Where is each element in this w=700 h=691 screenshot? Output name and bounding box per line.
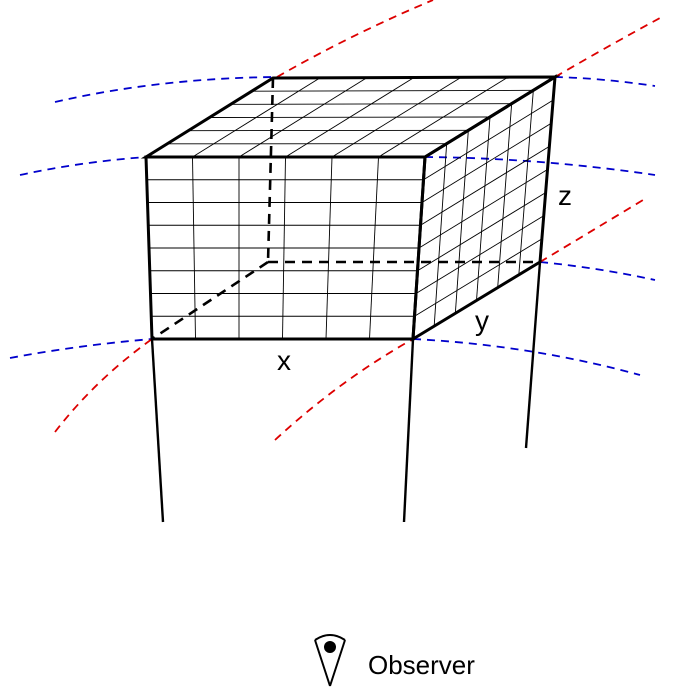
support-line-center bbox=[402, 338, 415, 523]
front-face-grid bbox=[146, 156, 424, 340]
top-face-grid bbox=[167, 76, 534, 158]
top-face-grid-line bbox=[251, 89, 534, 92]
side-face-grid-line bbox=[417, 192, 546, 272]
latitude-curves bbox=[9, 76, 656, 376]
side-face-grid-line bbox=[423, 99, 554, 181]
longitude-curve-center bbox=[274, 338, 414, 441]
latitude-curve-middle bbox=[539, 261, 656, 281]
latitude-curve-top bbox=[54, 76, 656, 103]
side-face-grid-line bbox=[418, 169, 548, 249]
side-face-grid-line bbox=[414, 238, 543, 317]
y-axis-label: y bbox=[475, 305, 489, 336]
longitude-curve-top-left bbox=[276, 0, 434, 78]
z-axis-label: z bbox=[558, 180, 572, 211]
latitude-curve-bottom bbox=[9, 338, 641, 376]
longitude-curve-left bbox=[54, 338, 153, 433]
side-face-grid-line bbox=[421, 122, 552, 203]
top-face-grid-line bbox=[230, 103, 512, 105]
longitude-curve-top-right bbox=[554, 17, 661, 78]
hidden-edges bbox=[151, 77, 540, 341]
side-face-grid bbox=[414, 90, 554, 327]
longitude-curve-right bbox=[539, 199, 644, 263]
support-line-right bbox=[524, 261, 542, 449]
support-lines bbox=[150, 261, 542, 523]
hidden-edge-vertical bbox=[266, 77, 275, 263]
support-line-left bbox=[150, 338, 165, 523]
x-axis-label: x bbox=[277, 345, 291, 376]
observer-label: Observer bbox=[368, 650, 475, 680]
hidden-edge-depth bbox=[151, 260, 269, 341]
latitude-curve-upper bbox=[19, 156, 656, 176]
eye-icon bbox=[314, 634, 346, 687]
longitude-curves bbox=[54, 0, 661, 441]
side-face-grid-line bbox=[420, 145, 550, 226]
top-face-grid-line bbox=[209, 116, 491, 118]
side-face-grid-line bbox=[415, 215, 544, 294]
